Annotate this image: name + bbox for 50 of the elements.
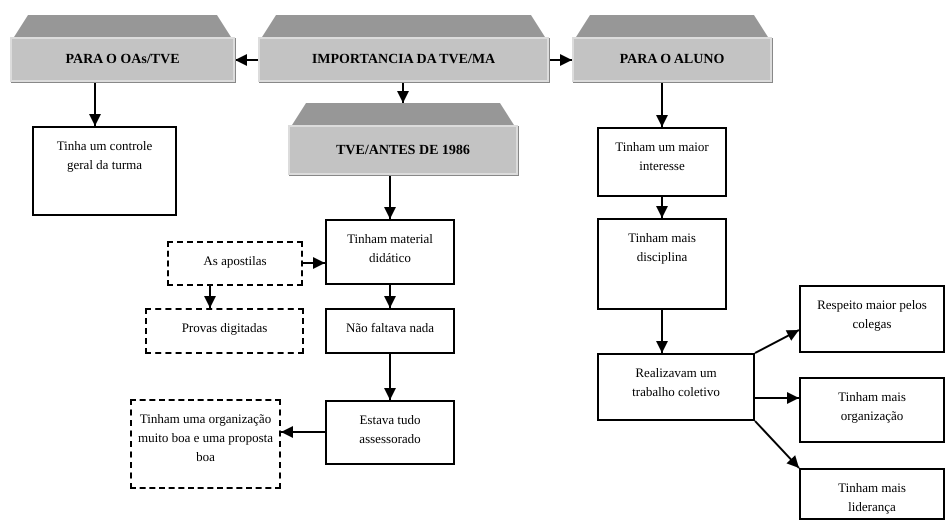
process-box <box>799 377 945 443</box>
box-text: Respeito maior pelos colegas <box>817 296 927 333</box>
dashed-box <box>130 399 281 489</box>
arrow <box>384 285 396 308</box>
process-box <box>325 219 455 285</box>
box-text: Estava tudo assessorado <box>358 411 422 448</box>
process-box <box>597 218 727 310</box>
arrow <box>89 82 101 126</box>
arrow <box>281 426 325 438</box>
box-text: Tinham mais disciplina <box>627 229 697 266</box>
dashed-box <box>167 241 303 286</box>
box-text: Tinham uma organização muito boa e uma proposta boa <box>136 410 274 466</box>
box-text: Tinham mais liderança <box>837 479 907 516</box>
arrow <box>755 392 799 404</box>
box-text: Tinham material didático <box>346 230 434 267</box>
arrow <box>303 257 325 269</box>
box-text: Tinham um maior interesse <box>615 138 709 175</box>
box-text: Realizavam um trabalho coletivo <box>631 364 721 401</box>
box-text: Provas digitadas <box>182 319 268 337</box>
arrow <box>754 329 800 354</box>
process-box <box>799 468 945 520</box>
header-block <box>572 15 772 82</box>
arrow <box>397 82 409 103</box>
process-box <box>597 127 727 197</box>
process-box <box>325 308 455 354</box>
arrow <box>656 197 668 218</box>
process-box <box>799 285 945 353</box>
header-block <box>10 15 235 82</box>
header-text: IMPORTANCIA DA TVE/MA <box>312 51 496 69</box>
box-text: Tinha um controle geral da turma <box>56 137 154 174</box>
arrow <box>384 175 396 219</box>
header-text: PARA O ALUNO <box>620 51 724 69</box>
header-block <box>288 103 518 175</box>
box-text: Não faltava nada <box>346 319 434 337</box>
arrow <box>384 354 396 400</box>
process-box <box>325 400 455 465</box>
arrow <box>204 286 216 308</box>
header-text: PARA O OAs/TVE <box>65 51 180 69</box>
box-text: As apostilas <box>203 252 267 270</box>
arrow <box>656 310 668 353</box>
arrow <box>754 420 800 469</box>
arrow <box>656 82 668 127</box>
header-block <box>258 15 549 82</box>
box-text: Tinham mais organização <box>837 388 907 425</box>
arrow <box>549 54 572 66</box>
dashed-box <box>145 308 304 354</box>
process-box <box>597 353 755 421</box>
header-text: TVE/ANTES DE 1986 <box>336 142 470 160</box>
arrow <box>235 54 258 66</box>
process-box <box>32 126 177 216</box>
